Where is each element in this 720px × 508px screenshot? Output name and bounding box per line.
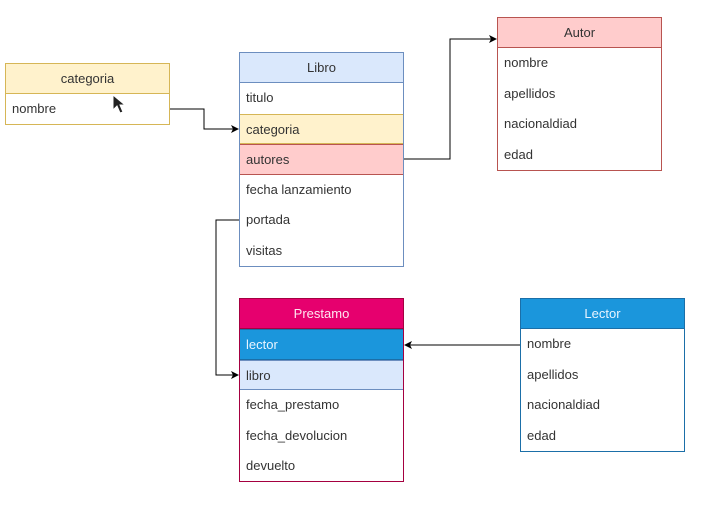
field-visitas[interactable]: visitas [246, 242, 283, 258]
entity-title[interactable]: Lector [521, 299, 684, 329]
field-nombre[interactable]: nombre [12, 101, 57, 116]
field-nombre[interactable]: nombre [504, 55, 549, 70]
field-apellidos[interactable]: apellidos [504, 85, 556, 101]
entity-libro[interactable]: Libro titulo categoria autores fecha lan… [239, 52, 404, 267]
entity-title[interactable]: Prestamo [240, 299, 403, 329]
field-fecha-prestamo[interactable]: fecha_prestamo [246, 397, 340, 412]
entity-title[interactable]: categoria [6, 64, 169, 94]
edge-libro-to-prestamo[interactable] [215, 219, 239, 379]
entity-prestamo[interactable]: Prestamo lector libro fecha_prestamo fec… [239, 298, 404, 482]
field-fecha-lanzamiento[interactable]: fecha lanzamiento [246, 181, 352, 197]
field-edad[interactable]: edad [504, 146, 533, 162]
entity-title[interactable]: Autor [498, 18, 661, 48]
mouse-cursor-icon [112, 94, 127, 114]
edge-libro-to-autor[interactable] [404, 35, 497, 160]
field-apellidos[interactable]: apellidos [527, 366, 579, 382]
edge-categoria-to-libro[interactable] [170, 108, 239, 133]
field-nacionalidad[interactable]: nacionaldiad [504, 116, 578, 131]
field-lector[interactable]: lector [240, 329, 403, 360]
field-libro[interactable]: libro [240, 359, 403, 390]
field-titulo[interactable]: titulo [246, 90, 274, 105]
field-portada[interactable]: portada [246, 212, 291, 227]
entity-lector[interactable]: Lector nombre apellidos nacionaldiad eda… [520, 298, 685, 452]
field-categoria[interactable]: categoria [240, 113, 403, 144]
field-fecha-devolucion[interactable]: fecha_devolucion [246, 427, 348, 443]
field-devuelto[interactable]: devuelto [246, 458, 296, 473]
entity-title[interactable]: Libro [240, 53, 403, 83]
field-nombre[interactable]: nombre [527, 336, 572, 351]
field-edad[interactable]: edad [527, 427, 556, 443]
field-autores[interactable]: autores [240, 144, 403, 175]
entity-categoria[interactable]: categoria nombre [5, 63, 170, 125]
field-nacionalidad[interactable]: nacionaldiad [527, 397, 601, 412]
entity-autor[interactable]: Autor nombre apellidos nacionaldiad edad [497, 17, 662, 171]
